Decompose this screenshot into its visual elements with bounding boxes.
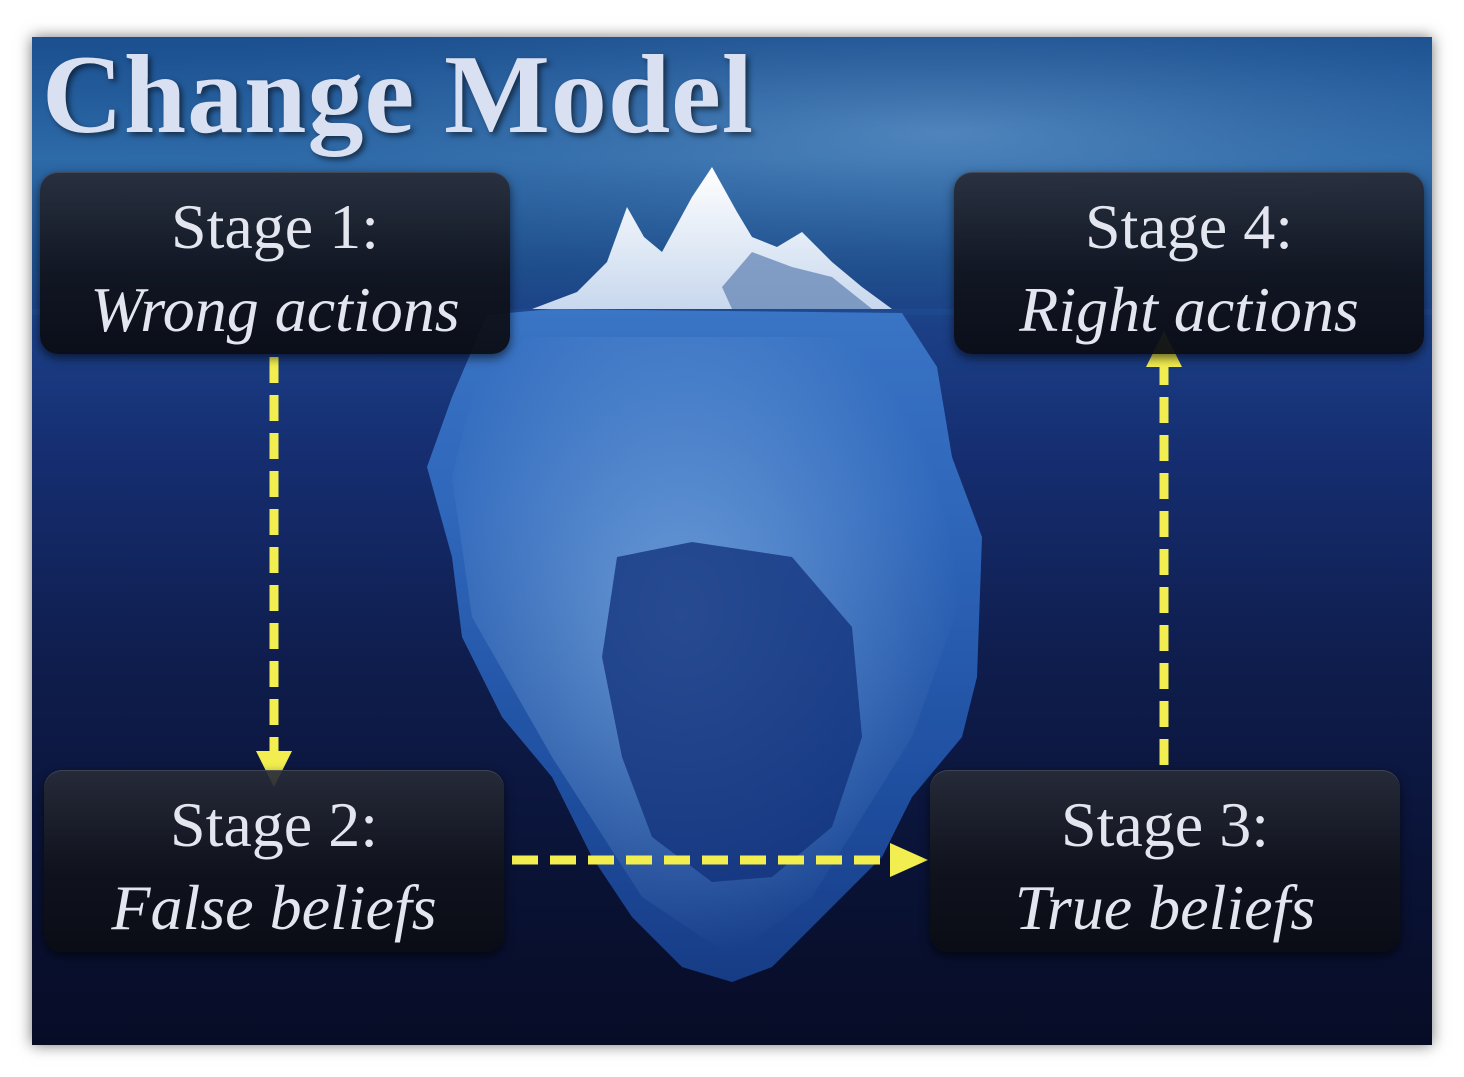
stage-1-description: Wrong actions	[90, 274, 460, 345]
page-title: Change Model	[42, 37, 754, 157]
arrow-stage1-to-stage2	[256, 357, 292, 787]
arrow-stage3-to-stage4	[1146, 331, 1182, 765]
flow-arrows	[256, 331, 1182, 877]
iceberg-tip-shadow	[722, 252, 872, 309]
stage-2-box: Stage 2: False beliefs	[44, 770, 504, 952]
arrowhead-right	[890, 843, 928, 877]
arrowhead-down	[256, 751, 292, 787]
stage-3-description: True beliefs	[1014, 872, 1316, 943]
stage-2-label: Stage 2:	[170, 789, 378, 860]
stage-3-label: Stage 3:	[1061, 789, 1269, 860]
stage-2-description: False beliefs	[111, 872, 437, 943]
stage-4-label: Stage 4:	[1085, 191, 1293, 262]
stage-1-box: Stage 1: Wrong actions	[40, 172, 510, 354]
stage-4-box: Stage 4: Right actions	[954, 172, 1424, 354]
stage-3-box: Stage 3: True beliefs	[930, 770, 1400, 952]
iceberg-cave	[602, 542, 862, 882]
arrow-stage2-to-stage3	[512, 843, 928, 877]
slide: Change Model Stage 1: Wrong actions Stag…	[32, 37, 1432, 1045]
stage-1-label: Stage 1:	[171, 191, 379, 262]
stage-4-description: Right actions	[1019, 274, 1359, 345]
